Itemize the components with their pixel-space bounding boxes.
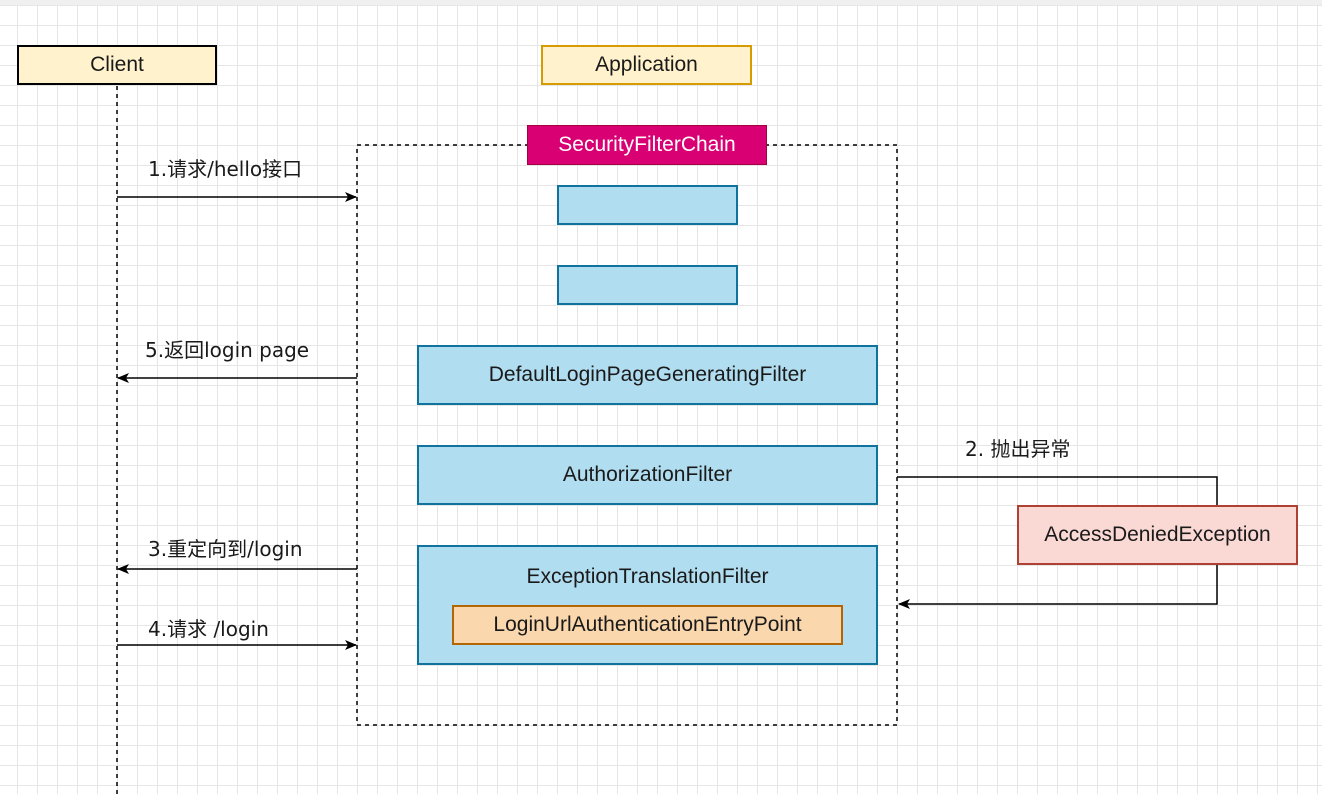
label-step5: 5.返回login page [145,338,310,362]
authorization-filter: AuthorizationFilter [417,445,878,505]
label-step3: 3.重定向到/login [148,537,303,561]
window-top-strip [0,0,1322,5]
label-step1: 1.请求/hello接口 [148,157,303,181]
client-actor-box: Client [17,45,217,85]
arrow-exception-to-translation-filter [898,565,1218,609]
security-filter-chain-title: SecurityFilterChain [527,125,767,165]
filter-placeholder-2 [557,265,738,305]
access-denied-exception-box: AccessDeniedException [1017,505,1298,565]
filter-placeholder-1 [557,185,738,225]
label-step4: 4.请求 /login [148,617,269,641]
login-url-authentication-entry-point: LoginUrlAuthenticationEntryPoint [452,605,843,645]
label-step2: 2. 抛出异常 [965,437,1071,461]
default-login-page-generating-filter: DefaultLoginPageGeneratingFilter [417,345,878,405]
exception-translation-filter-label: ExceptionTranslationFilter [526,565,769,588]
connector-authorization-to-exception [897,476,1218,505]
application-actor-box: Application [541,45,752,85]
